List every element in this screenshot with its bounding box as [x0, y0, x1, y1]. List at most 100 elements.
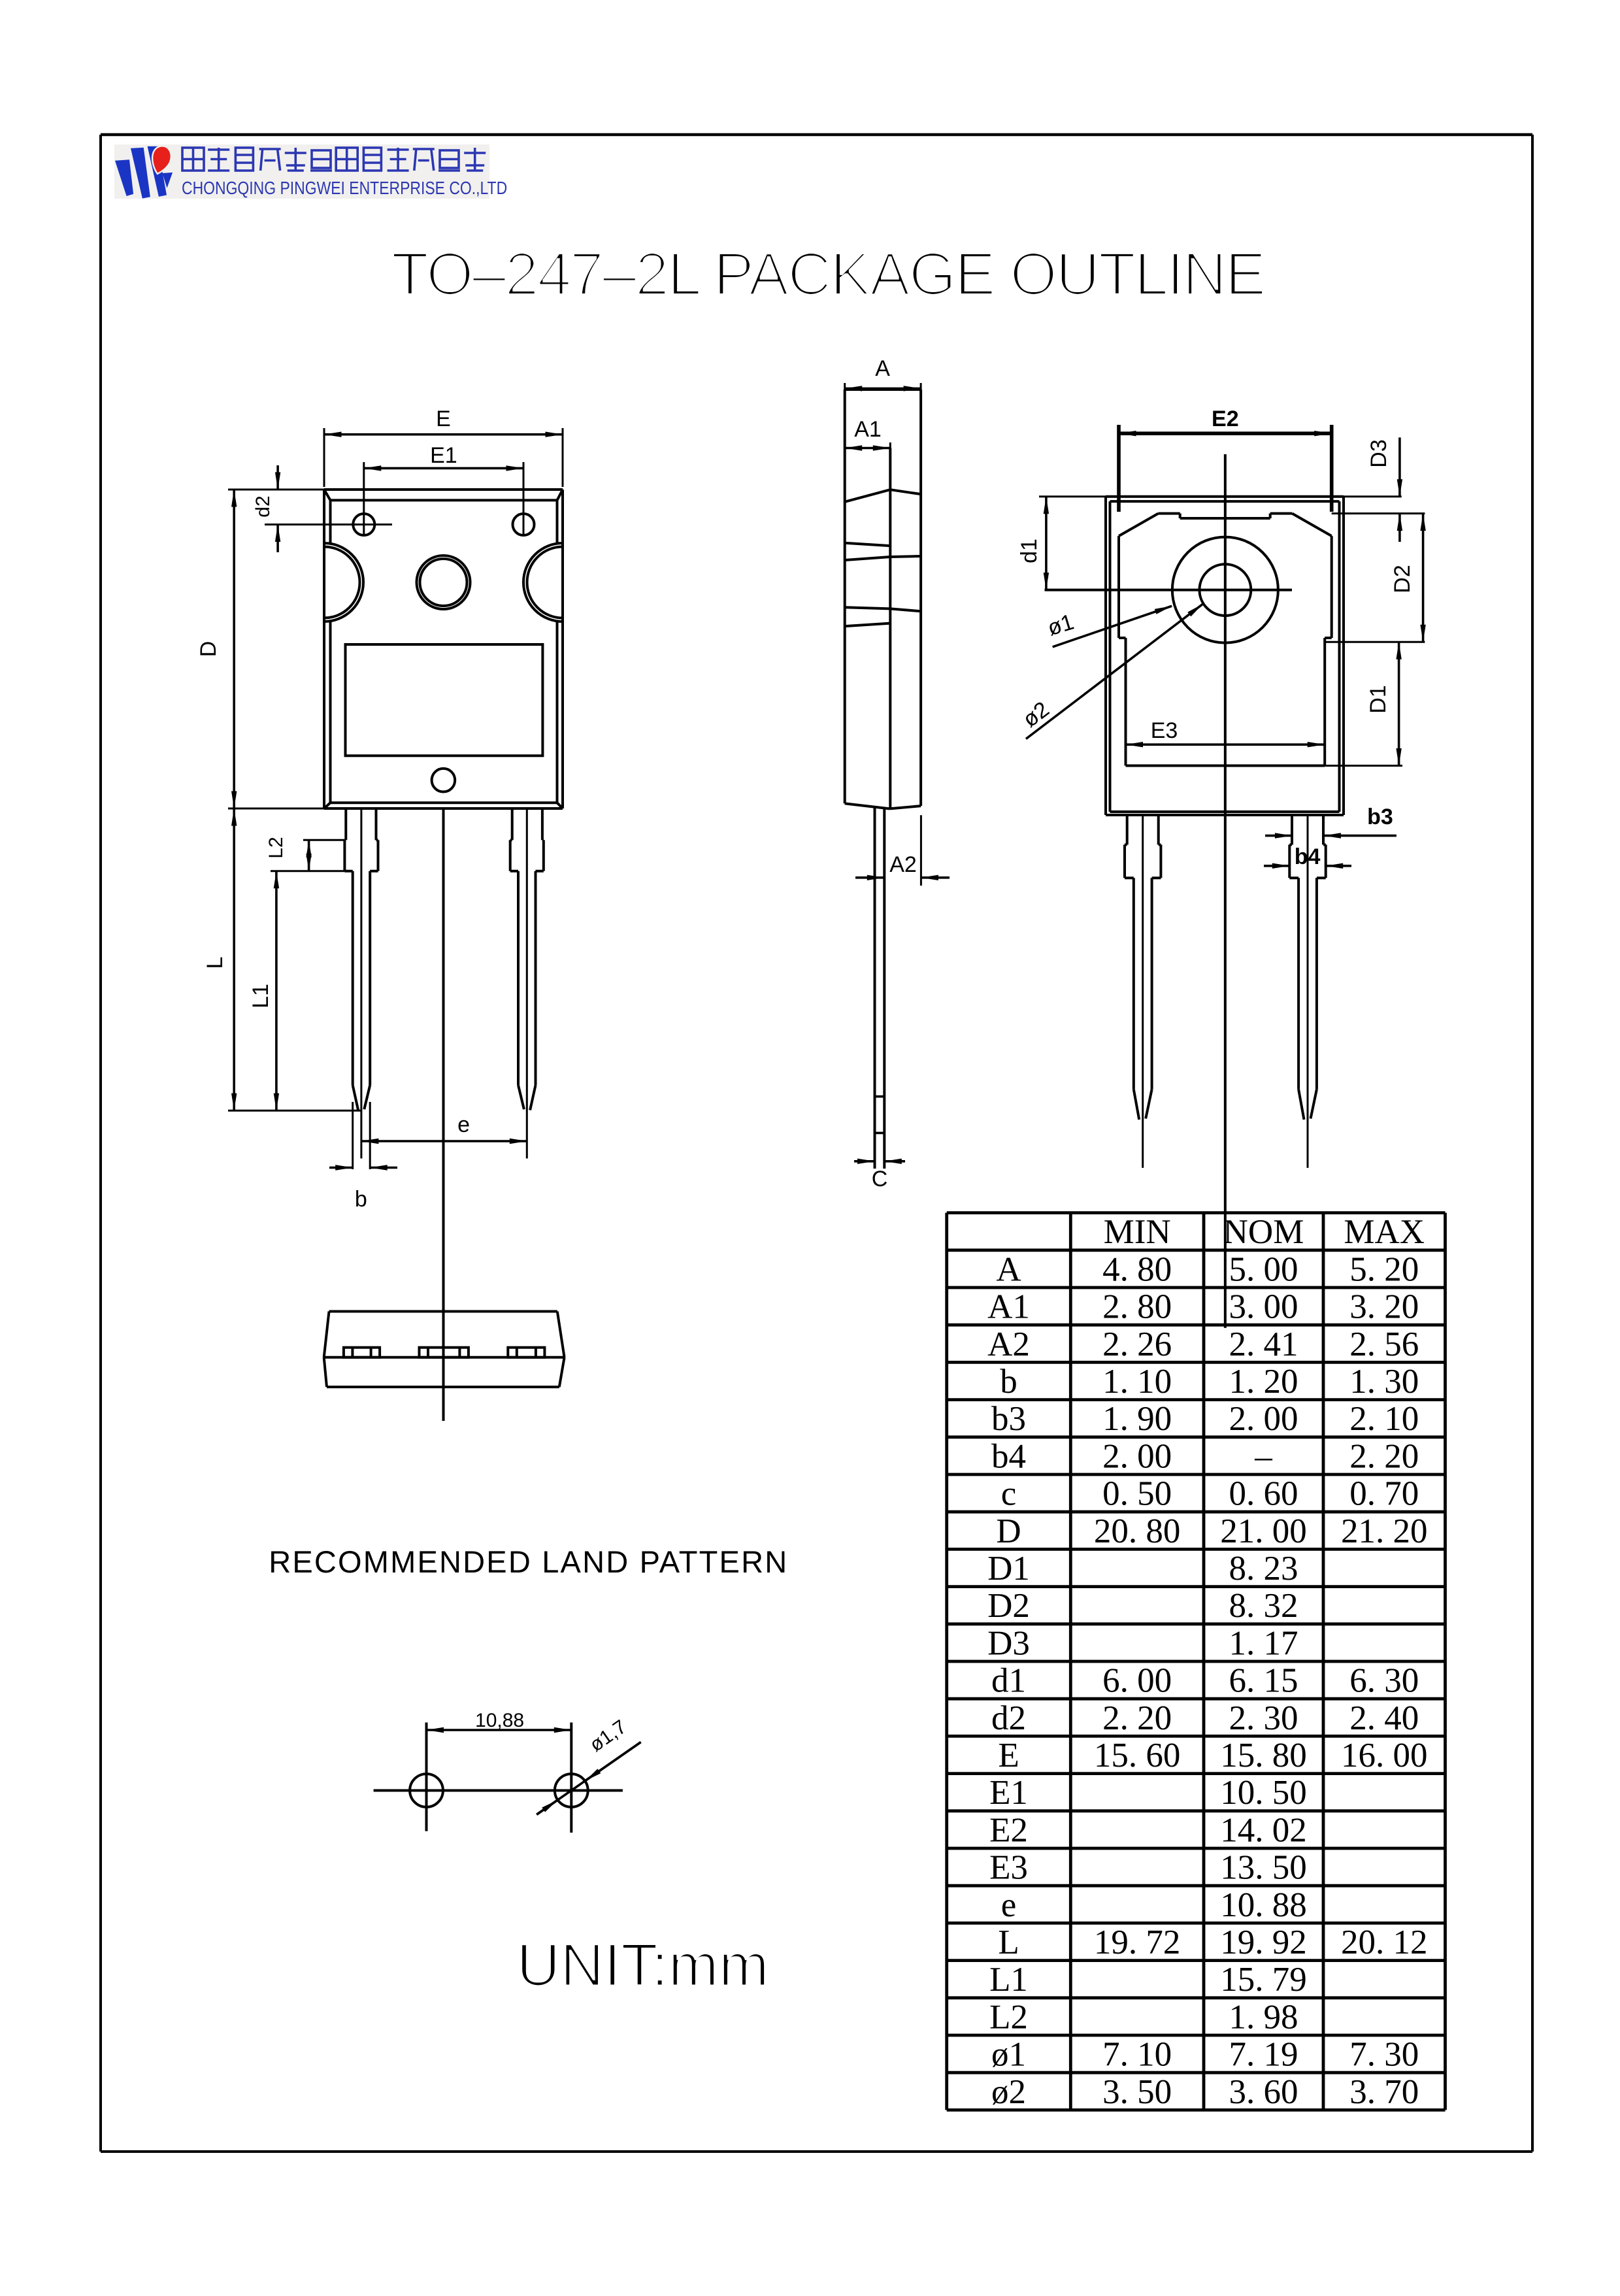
svg-text:L2: L2	[989, 1998, 1028, 2036]
svg-text:D2: D2	[1390, 565, 1415, 593]
svg-text:d2: d2	[991, 1699, 1026, 1737]
svg-text:21. 00: 21. 00	[1220, 1512, 1307, 1550]
svg-text:d1: d1	[1017, 539, 1042, 563]
svg-text:2. 00: 2. 00	[1229, 1400, 1298, 1438]
svg-text:D1: D1	[1366, 685, 1391, 713]
svg-text:A2: A2	[987, 1325, 1030, 1363]
svg-text:E3: E3	[989, 1849, 1028, 1887]
svg-text:D2: D2	[987, 1587, 1030, 1625]
svg-text:3. 60: 3. 60	[1229, 2073, 1298, 2111]
svg-text:1. 20: 1. 20	[1229, 1363, 1298, 1401]
svg-text:b: b	[1000, 1363, 1017, 1401]
svg-text:1. 30: 1. 30	[1349, 1363, 1419, 1401]
svg-text:TO–247–2L PACKAGE OUTLINE: TO–247–2L PACKAGE OUTLINE	[391, 240, 1266, 308]
svg-text:1. 98: 1. 98	[1229, 1998, 1298, 2036]
svg-text:d1: d1	[991, 1662, 1026, 1700]
svg-text:L2: L2	[265, 837, 287, 858]
svg-text:b3: b3	[991, 1400, 1026, 1438]
svg-text:21. 20: 21. 20	[1341, 1512, 1428, 1550]
svg-text:b: b	[355, 1187, 367, 1212]
svg-text:d2: d2	[252, 495, 274, 517]
svg-text:e: e	[457, 1112, 470, 1137]
svg-text:19. 92: 19. 92	[1220, 1923, 1307, 1961]
svg-text:13. 50: 13. 50	[1220, 1849, 1307, 1887]
svg-text:–: –	[1254, 1437, 1272, 1475]
svg-text:2. 26: 2. 26	[1102, 1325, 1172, 1363]
svg-text:0. 60: 0. 60	[1229, 1475, 1298, 1513]
svg-text:A2: A2	[889, 852, 917, 877]
svg-text:2. 41: 2. 41	[1229, 1325, 1298, 1363]
svg-text:7. 19: 7. 19	[1229, 2036, 1298, 2074]
svg-text:E1: E1	[989, 1774, 1028, 1812]
svg-text:CHONGQING PINGWEI ENTERPRISE C: CHONGQING PINGWEI ENTERPRISE CO.,LTD	[182, 178, 507, 199]
svg-text:10. 50: 10. 50	[1220, 1774, 1307, 1812]
svg-text:UNIT:mm: UNIT:mm	[517, 1932, 769, 1999]
svg-text:2. 20: 2. 20	[1349, 1437, 1419, 1475]
svg-text:1. 90: 1. 90	[1102, 1400, 1172, 1438]
svg-text:5. 00: 5. 00	[1229, 1250, 1298, 1288]
svg-text:MAX: MAX	[1344, 1213, 1425, 1251]
svg-text:10. 88: 10. 88	[1220, 1886, 1307, 1924]
svg-text:D1: D1	[987, 1550, 1030, 1588]
svg-text:b3: b3	[1367, 805, 1393, 829]
svg-text:1. 10: 1. 10	[1102, 1363, 1172, 1401]
svg-text:1. 17: 1. 17	[1229, 1624, 1298, 1662]
svg-text:15. 79: 15. 79	[1220, 1961, 1307, 1999]
svg-text:7. 10: 7. 10	[1102, 2036, 1172, 2074]
svg-text:ø1: ø1	[991, 2036, 1026, 2074]
svg-text:8. 23: 8. 23	[1229, 1550, 1298, 1588]
svg-text:NOM: NOM	[1223, 1213, 1304, 1251]
svg-text:3. 00: 3. 00	[1229, 1288, 1298, 1326]
svg-text:4. 80: 4. 80	[1102, 1250, 1172, 1288]
svg-text:D3: D3	[987, 1624, 1030, 1662]
svg-text:E2: E2	[989, 1811, 1028, 1849]
svg-text:D3: D3	[1366, 439, 1391, 467]
svg-text:E: E	[998, 1737, 1019, 1774]
svg-text:L1: L1	[989, 1961, 1028, 1999]
svg-text:A1: A1	[854, 417, 882, 442]
svg-text:b4: b4	[1295, 844, 1321, 869]
svg-text:D: D	[996, 1512, 1021, 1550]
svg-text:C: C	[872, 1167, 888, 1191]
svg-text:D: D	[196, 641, 221, 657]
svg-text:0. 70: 0. 70	[1349, 1475, 1419, 1513]
svg-text:7. 30: 7. 30	[1349, 2036, 1419, 2074]
svg-text:3. 70: 3. 70	[1349, 2073, 1419, 2111]
svg-text:A1: A1	[987, 1288, 1030, 1326]
svg-text:16. 00: 16. 00	[1341, 1737, 1428, 1774]
svg-text:A: A	[875, 356, 890, 381]
svg-text:2. 40: 2. 40	[1349, 1699, 1419, 1737]
svg-text:6. 00: 6. 00	[1102, 1662, 1172, 1700]
svg-text:6. 30: 6. 30	[1349, 1662, 1419, 1700]
svg-text:ø2: ø2	[991, 2073, 1026, 2111]
svg-text:E3: E3	[1151, 718, 1178, 743]
svg-text:c: c	[1001, 1475, 1017, 1513]
svg-text:2. 00: 2. 00	[1102, 1437, 1172, 1475]
svg-text:3. 50: 3. 50	[1102, 2073, 1172, 2111]
svg-text:2. 56: 2. 56	[1349, 1325, 1419, 1363]
svg-text:2. 20: 2. 20	[1102, 1699, 1172, 1737]
svg-text:L: L	[998, 1923, 1019, 1961]
svg-text:8. 32: 8. 32	[1229, 1587, 1298, 1625]
svg-text:2. 80: 2. 80	[1102, 1288, 1172, 1326]
svg-text:6. 15: 6. 15	[1229, 1662, 1298, 1700]
svg-text:E2: E2	[1212, 407, 1239, 431]
svg-text:b4: b4	[991, 1437, 1026, 1475]
svg-text:5. 20: 5. 20	[1349, 1250, 1419, 1288]
svg-text:L: L	[203, 957, 227, 969]
svg-text:20. 80: 20. 80	[1094, 1512, 1181, 1550]
svg-text:A: A	[996, 1250, 1021, 1288]
svg-text:E1: E1	[430, 443, 457, 468]
svg-text:15. 80: 15. 80	[1220, 1737, 1307, 1774]
svg-text:e: e	[1001, 1886, 1017, 1924]
svg-text:RECOMMENDED LAND PATTERN: RECOMMENDED LAND PATTERN	[269, 1544, 787, 1579]
svg-text:2. 30: 2. 30	[1229, 1699, 1298, 1737]
svg-text:MIN: MIN	[1104, 1213, 1171, 1251]
svg-text:L1: L1	[248, 984, 273, 1008]
svg-text:E: E	[436, 407, 451, 431]
svg-text:2. 10: 2. 10	[1349, 1400, 1419, 1438]
svg-text:10,88: 10,88	[475, 1710, 524, 1731]
svg-text:14. 02: 14. 02	[1220, 1811, 1307, 1849]
svg-text:19. 72: 19. 72	[1094, 1923, 1181, 1961]
svg-text:20. 12: 20. 12	[1341, 1923, 1428, 1961]
